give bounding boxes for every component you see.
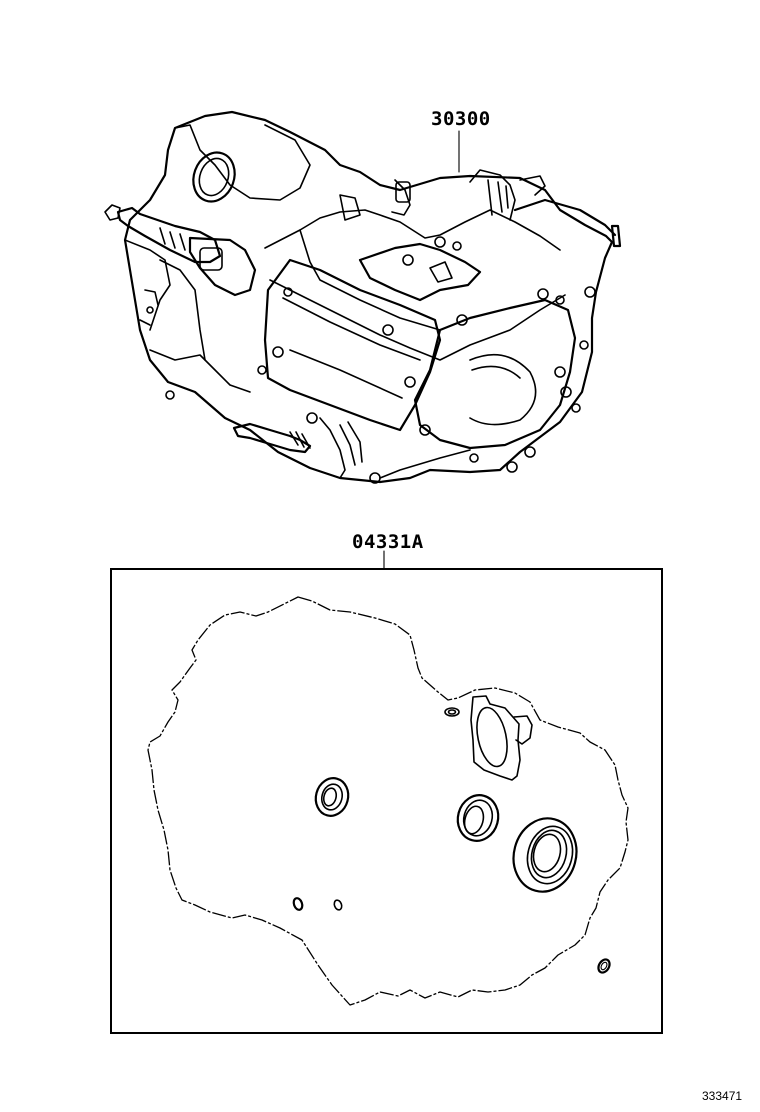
oil-seal-small [314, 777, 350, 817]
cover-gasket-with-seal [444, 695, 533, 781]
o-rings [292, 897, 611, 974]
part-number-30300[interactable]: 30300 [431, 108, 491, 130]
part-number-04331A[interactable]: 04331A [352, 531, 424, 553]
gasket-kit-box [110, 568, 663, 1034]
oil-seal-large [512, 817, 578, 893]
transmission-assembly-illustration [104, 110, 622, 484]
case-gasket [147, 596, 629, 1006]
oil-seal-medium [456, 794, 500, 842]
figure-number: 333471 [702, 1089, 743, 1103]
